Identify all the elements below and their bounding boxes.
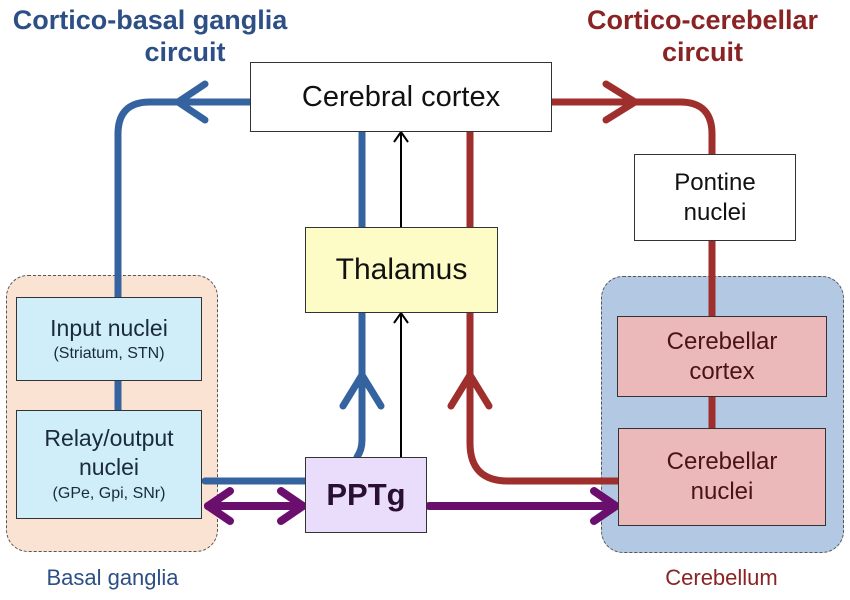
cortico-basal-ganglia-title: Cortico-basal ganglia circuit <box>0 4 300 68</box>
relay-line-2: nuclei <box>78 453 140 480</box>
title-line-1: Cortico-cerebellar <box>586 5 819 35</box>
title-line-1: Cortico-basal ganglia <box>12 5 288 35</box>
black-arrowhead-cortex-icon <box>393 130 409 143</box>
purple-arrowhead-cerebellar-icon <box>590 487 620 525</box>
title-line-2: circuit <box>144 37 226 67</box>
ppTg-label: PPTg <box>326 477 406 512</box>
relay-line-3: (GPe, Gpi, SNr) <box>52 484 166 502</box>
basal-ganglia-label: Basal ganglia <box>46 565 179 590</box>
pontine-line-1: Pontine <box>674 168 756 196</box>
blue-arrowhead-left-icon <box>174 80 209 124</box>
relay-output-nuclei-node: Relay/output nuclei (GPe, Gpi, SNr) <box>16 410 202 519</box>
red-arrowhead-up-icon <box>447 371 493 410</box>
purple-arrowhead-right-icon <box>277 487 307 525</box>
red-cortex-to-pontine-path <box>547 98 716 159</box>
cerebellar-cortex-line-1: Cerebellar <box>666 327 778 355</box>
cerebellar-cortex-line-2: cortex <box>689 357 755 385</box>
black-arrowhead-thalamus-icon <box>393 311 409 324</box>
pontine-nuclei-node: Pontine nuclei <box>634 154 796 241</box>
blue-arrowhead-up-icon <box>339 371 385 410</box>
thalamus-node: Thalamus <box>305 227 498 313</box>
title-line-2: circuit <box>661 37 744 67</box>
cortico-cerebellar-title: Cortico-cerebellar circuit <box>555 4 850 68</box>
pontine-line-2: nuclei <box>683 198 747 226</box>
thalamus-label: Thalamus <box>335 253 468 286</box>
cerebellar-nuclei-line-1: Cerebellar <box>666 448 778 475</box>
red-arrowhead-right-icon <box>602 80 639 124</box>
relay-line-1: Relay/output <box>44 424 174 451</box>
cerebellar-nuclei-node: Cerebellar nuclei <box>618 428 826 526</box>
cerebral-cortex-label: Cerebral cortex <box>301 80 501 113</box>
blue-cortex-to-basal-ganglia-path <box>114 98 254 304</box>
blue-relay-to-cortex-path <box>201 126 366 485</box>
purple-arrowhead-left-icon <box>204 487 234 525</box>
input-nuclei-line-2: (Striatum, STN) <box>53 345 165 362</box>
cerebellar-cortex-node: Cerebellar cortex <box>617 316 827 397</box>
ppTg-node: PPTg <box>305 457 427 533</box>
cerebellar-nuclei-line-2: nuclei <box>690 478 754 505</box>
input-nuclei-line-1: Input nuclei <box>50 315 168 341</box>
cerebral-cortex-node: Cerebral cortex <box>250 62 552 132</box>
input-nuclei-node: Input nuclei (Striatum, STN) <box>16 297 202 381</box>
cerebellum-label: Cerebellum <box>665 565 778 590</box>
red-nuclei-to-cortex-path <box>466 126 622 485</box>
